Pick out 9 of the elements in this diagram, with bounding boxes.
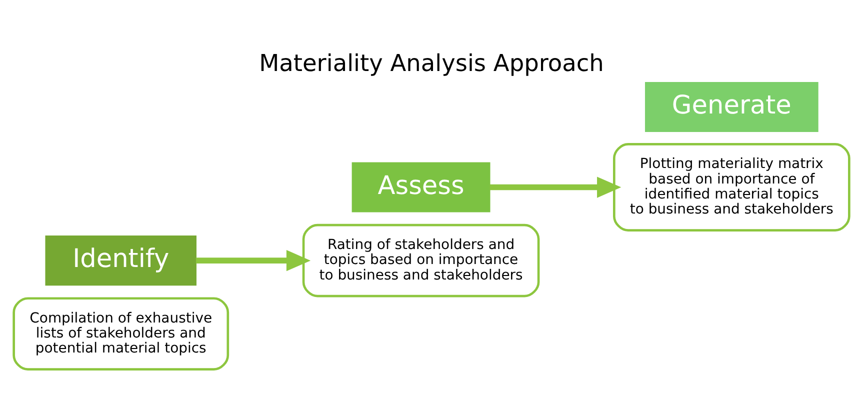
- node-box: Assess: [351, 162, 490, 212]
- diagram-title: Materiality Analysis Approach: [258, 49, 604, 76]
- node-box: Plotting materiality matrix based on importance of identified material topics to business and stakeholders: [612, 142, 850, 231]
- node-box: Identify: [44, 235, 196, 286]
- arrow: [196, 250, 310, 271]
- node-box: Rating of stakeholders and topics based on importance to business and stakeholders: [302, 223, 540, 297]
- arrow: [489, 176, 621, 198]
- node-box: Generate: [644, 81, 818, 132]
- node-box: Compilation of exhaustive lists of stakeholders and potential material topics: [12, 296, 229, 370]
